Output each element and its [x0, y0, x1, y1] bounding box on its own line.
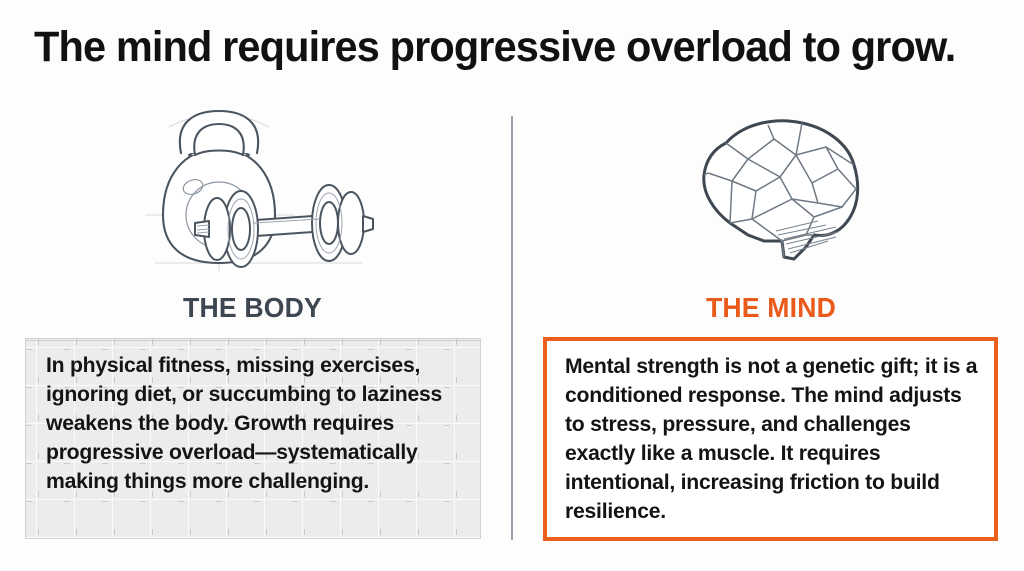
kettlebell-dumbbell-illustration: [0, 100, 505, 285]
mind-text-panel: Mental strength is not a genetic gift; i…: [543, 337, 998, 541]
mind-panel-text: Mental strength is not a genetic gift; i…: [565, 354, 978, 523]
column-heading-mind: THE MIND: [705, 292, 837, 323]
body-panel-text: In physical fitness, missing exercises, …: [46, 353, 443, 493]
page-title: The mind requires progressive overload t…: [34, 23, 956, 71]
column-divider: [511, 116, 513, 540]
low-poly-brain-illustration: [518, 100, 1024, 285]
column-mind: THE MIND: [518, 100, 1024, 325]
column-body: THE BODY: [0, 100, 505, 325]
body-text-panel: In physical fitness, missing exercises, …: [25, 338, 481, 539]
column-heading-body: THE BODY: [183, 292, 322, 323]
